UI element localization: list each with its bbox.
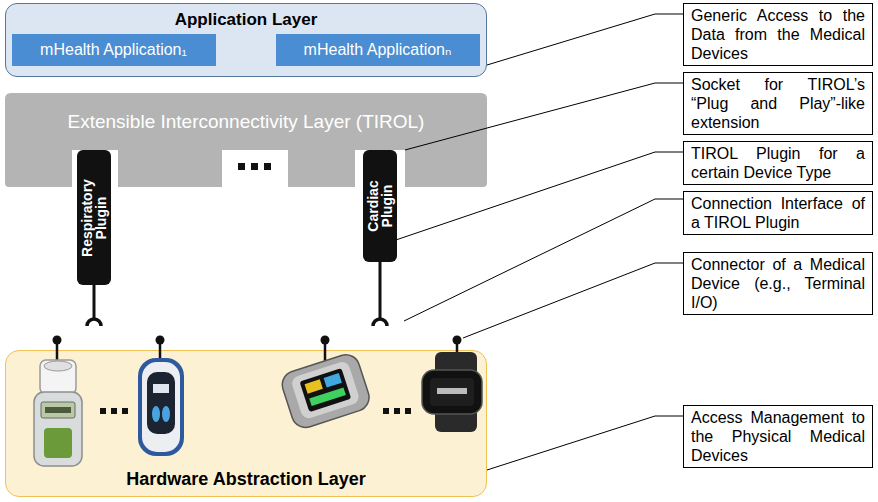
dot — [111, 408, 117, 414]
dot — [251, 163, 258, 170]
dot — [264, 163, 271, 170]
app-box: mHealth Application₁ — [12, 34, 216, 66]
callout-text: Connection Interface of a TIROL Plugin — [691, 194, 865, 232]
device-body — [34, 392, 82, 466]
app-box: mHealth Applicationₙ — [276, 34, 480, 66]
plugin-box: Cardiac Plugin — [363, 150, 397, 262]
mouthpiece-opening — [44, 361, 72, 371]
screen-bar — [309, 387, 346, 406]
lung-icon — [152, 406, 160, 422]
connector-dot — [156, 336, 165, 345]
leader-line — [404, 199, 683, 321]
device-label — [44, 428, 72, 458]
plugin-interface — [87, 261, 387, 326]
callout-box: Generic Access to the Data from the Medi… — [683, 3, 873, 66]
dot — [394, 408, 400, 414]
leader-line — [487, 14, 683, 65]
plugin-box: Respiratory Plugin — [77, 150, 111, 285]
connector-dot — [53, 336, 62, 345]
device-body — [422, 370, 482, 414]
mouthpiece — [40, 360, 76, 394]
callout-box: Access Management to the Physical Medica… — [683, 405, 873, 468]
lung-icon — [162, 406, 170, 422]
callout-box: Socket for TIROL’s “Plug and Play”-like … — [683, 72, 873, 135]
device-screen — [430, 378, 474, 406]
device-screen — [300, 368, 352, 412]
spirometer-device — [34, 360, 82, 466]
leader-line — [487, 416, 683, 470]
layer-title: Extensible Interconnectivity Layer (TIRO… — [68, 93, 425, 150]
plugin-stem — [379, 261, 382, 319]
callout-box: Connector of a Medical Device (e.g., Ter… — [683, 252, 873, 315]
screen-bar — [437, 388, 467, 394]
layer-box: Hardware Abstraction Layer — [5, 350, 487, 497]
dot — [405, 408, 411, 414]
layer-box: Application Layer mHealth Application₁ mHe… — [5, 3, 487, 77]
callout-text: Access Management to the Physical Medica… — [691, 408, 865, 465]
peak-flow-device — [138, 358, 184, 456]
device-face — [290, 360, 361, 420]
interface-cup — [373, 319, 387, 326]
connector-dot — [321, 336, 330, 345]
app-label: mHealth Applicationₙ — [304, 40, 452, 59]
interface-cup — [87, 319, 101, 326]
callout-text: TIROL Plugin for a certain Device Type — [691, 144, 865, 182]
dot — [122, 408, 128, 414]
device-screen — [41, 402, 75, 418]
screen-bar — [45, 407, 71, 413]
leader-lines — [404, 199, 683, 338]
device-screen — [147, 372, 175, 434]
device-body — [142, 362, 180, 452]
leader-line — [463, 263, 683, 338]
screen-bar — [153, 384, 169, 393]
app-label: mHealth Application₁ — [40, 41, 187, 59]
device-rim — [138, 358, 184, 456]
callout-box: TIROL Plugin for a certain Device Type — [683, 141, 873, 185]
screen-bar — [324, 373, 342, 387]
callout-text: Connector of a Medical Device (e.g., Ter… — [691, 255, 865, 312]
callout-text: Socket for TIROL’s “Plug and Play”-like … — [691, 75, 865, 132]
plugin-label: Cardiac Plugin — [366, 161, 394, 251]
screen-bar — [305, 379, 323, 393]
callout-box: Connection Interface of a TIROL Plugin — [683, 191, 873, 235]
plugin-label: Respiratory Plugin — [80, 173, 108, 263]
layer-title: Application Layer — [175, 10, 318, 30]
plugin-stem — [93, 284, 96, 319]
connector-dot — [453, 336, 462, 345]
dot — [238, 163, 245, 170]
layer-title: Hardware Abstraction Layer — [126, 469, 365, 497]
callout-text: Generic Access to the Data from the Medi… — [691, 6, 865, 63]
dot — [383, 408, 389, 414]
dot — [100, 408, 106, 414]
